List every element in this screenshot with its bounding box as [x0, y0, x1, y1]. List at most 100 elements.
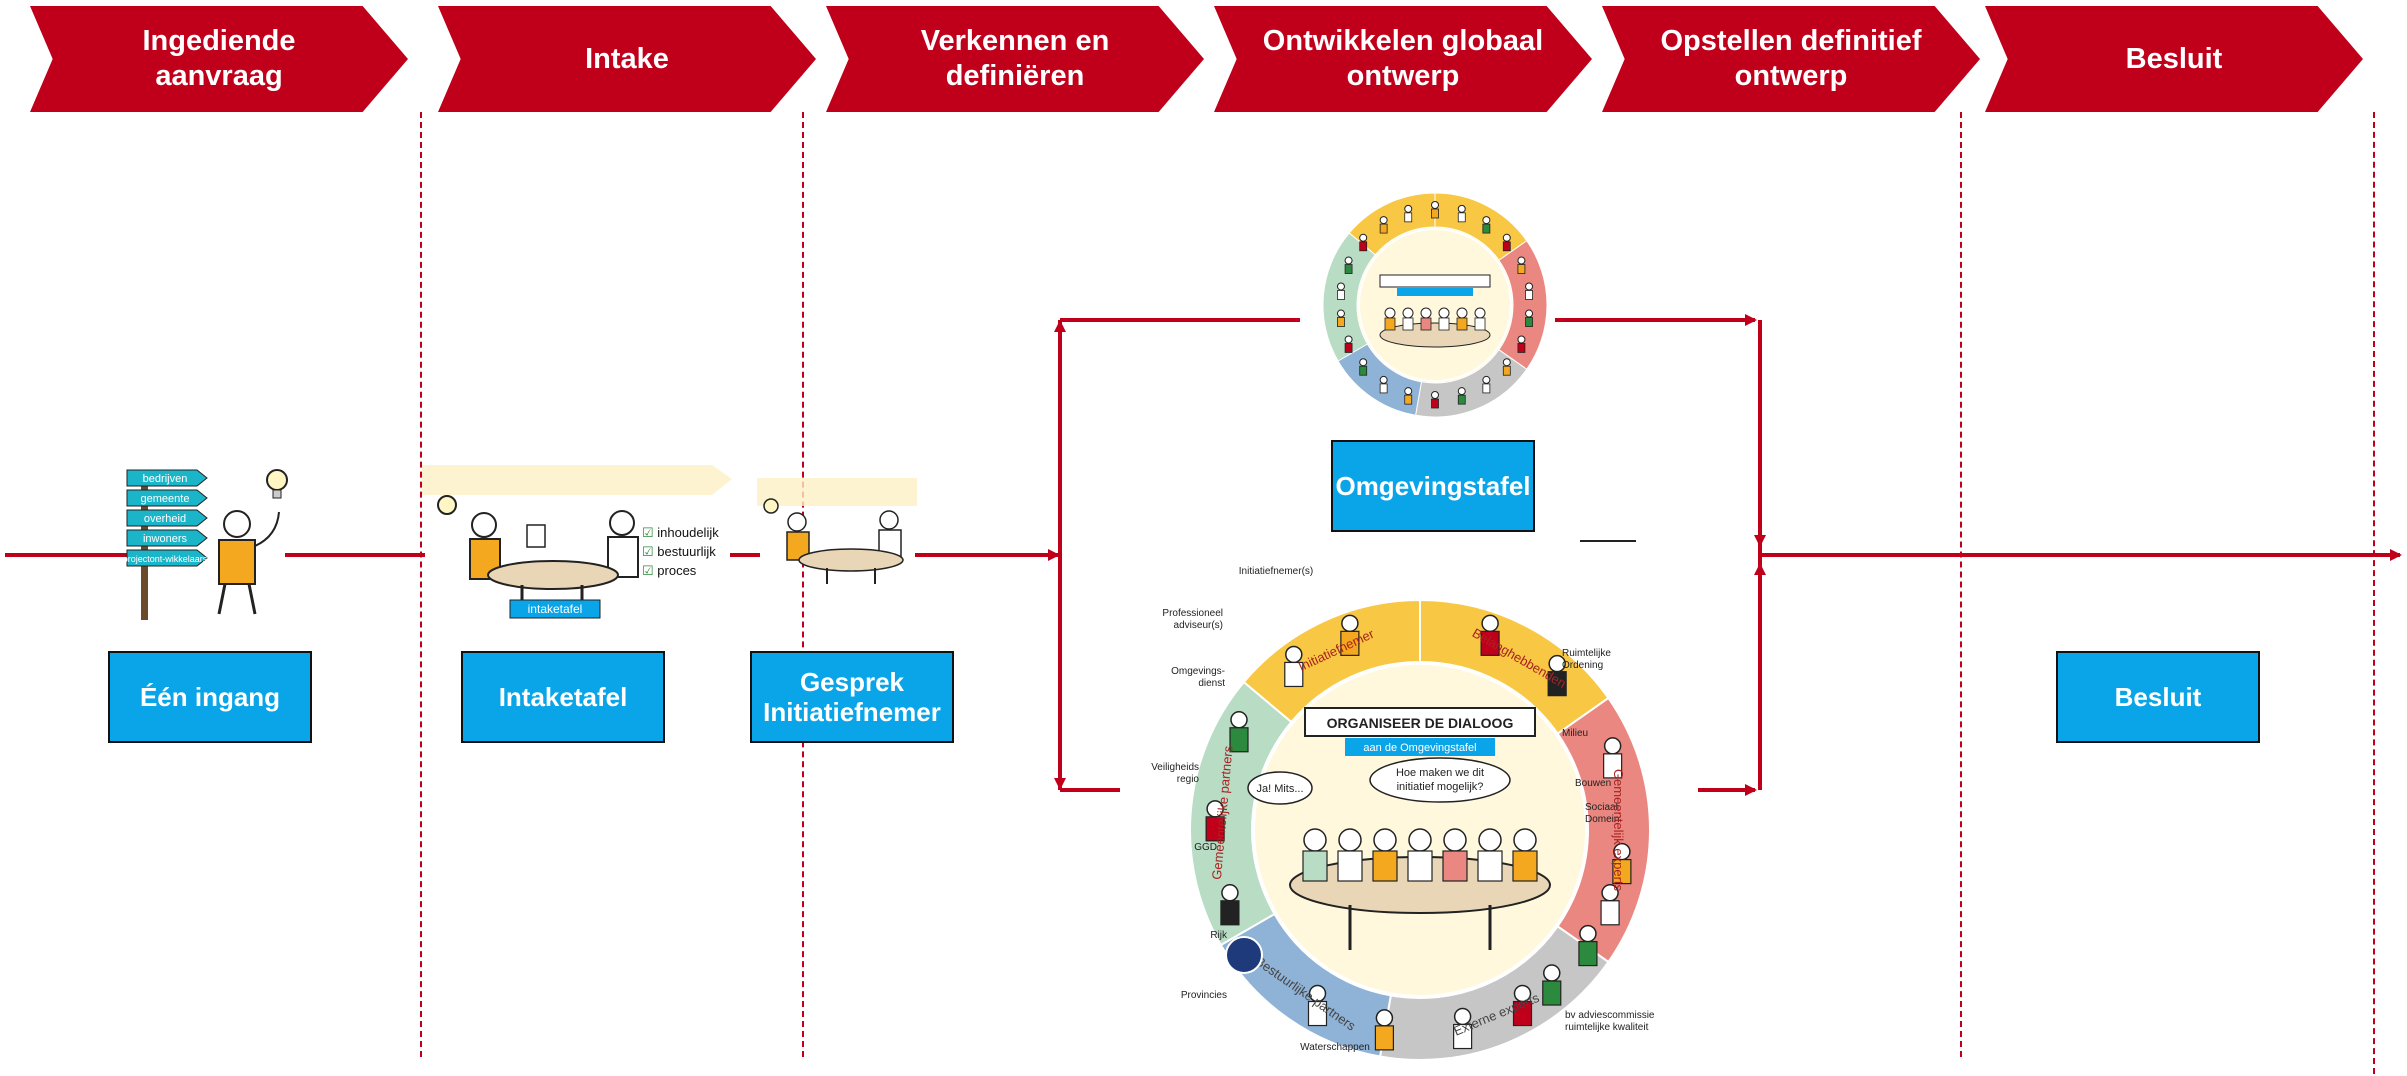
person-icon	[1517, 256, 1526, 265]
phase-label: Verkennen en definiëren	[920, 25, 1110, 92]
signpost-sign: bedrijven	[126, 469, 208, 487]
sign-label: overheid	[144, 513, 186, 525]
signpost-sign: inwoners	[126, 529, 208, 547]
person-icon	[1373, 828, 1397, 852]
person-icon	[1525, 309, 1534, 318]
person-icon	[1502, 233, 1511, 242]
dialog-banner-title: ORGANISEER DE DIALOOG	[1327, 715, 1514, 731]
dialog-wheel-large: ORGANISEER DE DIALOOG aan de Omgevingsta…	[1151, 540, 1655, 1061]
checkbox-icon: ☑	[642, 544, 654, 559]
intake-checklist: ☑ inhoudelijk ☑ bestuurlijk ☑ proces	[642, 523, 719, 580]
phase-chevron-intake: Intake	[438, 6, 816, 112]
omgevingstafel-box: Omgevingstafel	[1331, 440, 1535, 532]
person-icon	[1338, 828, 1362, 852]
signpost-sign: projectont-wikkelaars	[125, 549, 208, 567]
person-icon	[1513, 828, 1537, 852]
wheel-person-label: Ruimtelijke	[1562, 648, 1611, 659]
lightbulb-icon	[266, 469, 288, 491]
dialog-table	[1379, 322, 1491, 348]
person-icon	[1408, 828, 1432, 852]
speech-right-line1: Hoe maken we dit	[1396, 767, 1484, 779]
wheel-person-label: regio	[1177, 774, 1200, 785]
rijk-logo-icon	[1225, 936, 1263, 974]
person-icon	[1431, 201, 1439, 209]
person-icon	[1221, 884, 1239, 902]
lightbulb-icon	[437, 495, 457, 515]
sign-label: bedrijven	[143, 473, 188, 485]
person-icon	[1457, 204, 1466, 213]
wheel-person-label: ruimtelijke kwaliteit	[1565, 1022, 1649, 1033]
phase-chevron-ontwikkelen: Ontwikkelen globaal ontwerp	[1214, 6, 1592, 112]
person-icon	[1482, 375, 1491, 384]
signpost-sign: overheid	[126, 509, 208, 527]
wheel-person-label: GGD	[1194, 842, 1217, 853]
person-icon	[1525, 282, 1534, 291]
phase-label: Ingediende aanvraag	[142, 25, 296, 92]
intaketafel-label: intaketafel	[528, 602, 583, 616]
lightbulb-icon	[763, 498, 779, 514]
wheel-segment	[1322, 232, 1376, 362]
person-legs	[217, 583, 257, 615]
wheel-person-label: Milieu	[1562, 728, 1588, 739]
besluit-box: Besluit	[2056, 651, 2260, 743]
person-icon	[1344, 335, 1353, 344]
person-icon	[1404, 204, 1413, 213]
person-icon	[1474, 307, 1486, 319]
person-icon	[1431, 391, 1439, 399]
person-icon	[1482, 216, 1491, 225]
person-icon	[1359, 233, 1368, 242]
person-icon	[1303, 828, 1327, 852]
wheel-person-label: dienst	[1198, 678, 1225, 689]
dialog-banner	[1304, 707, 1536, 737]
wheel-person-label: Sociaal	[1585, 802, 1618, 813]
checkbox-icon: ☑	[642, 525, 654, 540]
wheel-person-label: Professioneel	[1162, 608, 1223, 619]
wheel-person-label: Veiligheids	[1151, 762, 1199, 773]
signpost-sign: gemeente	[126, 489, 208, 507]
phase-divider	[2373, 112, 2375, 1074]
signpost-illustration: bedrijven gemeente overheid inwoners project…	[125, 469, 288, 620]
person-icon	[1359, 358, 1368, 367]
sign-label: projectont-wikkelaars	[125, 554, 208, 564]
person-icon	[1384, 307, 1396, 319]
person-icon	[1344, 256, 1353, 265]
gesprek-illustration	[757, 478, 917, 584]
phase-chevron-ingediende-aanvraag: Ingediende aanvraag	[30, 6, 408, 112]
person-icon	[1579, 924, 1597, 943]
phase-chevron-opstellen: Opstellen definitief ontwerp	[1602, 6, 1980, 112]
wheel-person-label: bv adviescommissie	[1565, 1010, 1655, 1021]
person-icon	[1420, 307, 1432, 319]
person-icon	[1457, 387, 1466, 396]
person-icon	[1404, 387, 1413, 396]
phase-chevron-besluit: Besluit	[1985, 6, 2363, 112]
checklist-item: ☑ inhoudelijk	[642, 525, 719, 540]
person-icon	[1379, 216, 1388, 225]
person-icon	[1336, 282, 1345, 291]
person-icon	[1336, 309, 1345, 318]
intake-scene: intaketafel	[422, 465, 732, 619]
wheel-person-label: Waterschappen	[1300, 1042, 1370, 1053]
round-table	[487, 560, 619, 590]
person-icon	[1517, 335, 1526, 344]
phase-label: Besluit	[2125, 42, 2223, 75]
person-icon	[1502, 358, 1511, 367]
phase-divider	[420, 112, 422, 1057]
wheel-person-label: Provincies	[1181, 990, 1227, 1001]
checklist-item: ☑ bestuurlijk	[642, 544, 716, 559]
wheel-segment	[1189, 680, 1293, 947]
person-icon	[1543, 964, 1561, 982]
person-icon	[1341, 614, 1359, 633]
person-icon	[1603, 737, 1622, 755]
gesprek-initiatiefnemer-box: Gesprek Initiatiefnemer	[750, 651, 954, 743]
wheel-person-label: Bouwen	[1575, 778, 1611, 789]
wheel-person-label: Initiatiefnemer(s)	[1239, 566, 1313, 577]
checkbox-icon: ☑	[642, 563, 654, 578]
intake-illustration: intaketafel ☑ inhoudelijk ☑ bestuurlijk …	[422, 465, 732, 640]
round-table	[798, 548, 904, 572]
wheel-segment-label: Gemeentelijk experts	[1611, 769, 1626, 892]
speech-bubble-right	[1369, 757, 1511, 803]
person-head	[223, 510, 251, 538]
checklist-item: ☑ proces	[642, 563, 697, 578]
intaketafel-box: Intaketafel	[461, 651, 665, 743]
